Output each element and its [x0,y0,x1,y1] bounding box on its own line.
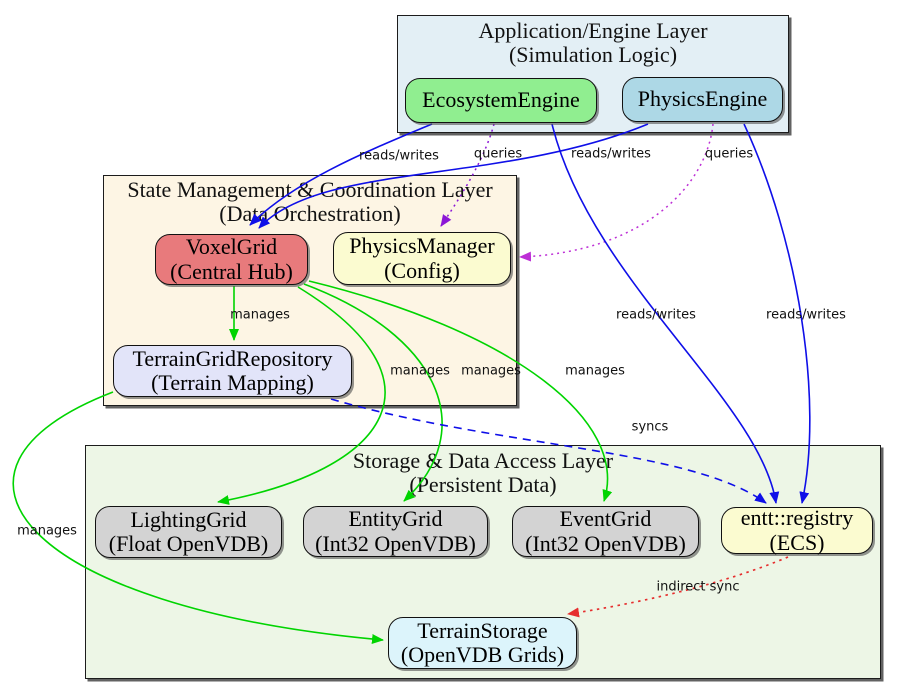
node-entt-registry: entt::registry (ECS) [721,505,873,555]
edge-label-manages-2: manages [390,363,450,379]
edge-ecosystem-to-voxelgrid [249,123,433,226]
node-sublabel: (ECS) [769,529,825,555]
edge-label-queries-1: queries [473,146,523,162]
node-entity-grid: EntityGrid (Int32 OpenVDB) [303,506,488,557]
edge-physics-to-physicsmanager [519,123,714,262]
edge-label-reads-writes-4: reads/writes [766,307,846,323]
node-label: entt::registry [740,505,854,531]
node-label: EntityGrid [348,506,443,532]
node-label: LightingGrid [130,506,247,532]
edge-label-manages-1: manages [230,307,290,323]
node-label: PhysicsEngine [637,86,768,112]
node-sublabel: (Int32 OpenVDB) [315,530,476,556]
layer-title-text: Application/Engine Layer [478,18,708,43]
node-sublabel: (OpenVDB Grids) [400,642,565,667]
node-sublabel: (Int32 OpenVDB) [525,530,686,556]
layer-subtitle-text: (Simulation Logic) [508,41,678,67]
layer-title-application: Application/Engine Layer (Simulation Log… [397,19,789,67]
node-label: TerrainGridRepository [132,345,333,371]
edge-voxelgrid-to-eventgrid [308,280,613,502]
node-label: VoxelGrid [185,234,278,260]
edge-label-manages-4: manages [565,363,625,379]
node-sublabel: (Config) [384,257,460,283]
node-ecosystem-engine: EcosystemEngine [405,78,597,123]
node-label: TerrainStorage [417,617,548,643]
node-physics-engine: PhysicsEngine [622,77,783,122]
edge-voxelgrid-to-entitygrid [303,283,443,502]
node-lighting-grid: LightingGrid (Float OpenVDB) [95,506,282,558]
edge-terraingridrepo-to-terrainstorage [12,391,384,644]
edge-voxelgrid-to-lightinggrid [217,286,386,505]
edge-label-manages-3: manages [461,363,521,379]
edge-registry-to-terrainstorage [567,556,789,618]
edge-label-indirect-sync: indirect sync [656,579,740,595]
node-label: PhysicsManager [349,233,495,259]
edge-label-reads-writes-1: reads/writes [359,148,439,164]
node-label: EventGrid [559,506,652,532]
edge-physics-to-registry [743,123,811,504]
node-event-grid: EventGrid (Int32 OpenVDB) [512,506,699,557]
node-sublabel: (Terrain Mapping) [151,370,314,395]
edge-label-manages-5: manages [17,523,77,539]
layer-title-storage: Storage & Data Access Layer (Persistent … [85,449,881,497]
edge-label-reads-writes-3: reads/writes [616,307,696,323]
node-sublabel: (Central Hub) [170,258,293,284]
node-terrain-storage: TerrainStorage (OpenVDB Grids) [388,617,577,669]
edge-label-queries-2: queries [704,146,754,162]
edge-label-syncs: syncs [631,419,669,435]
edge-physics-to-voxelgrid [258,123,649,229]
node-terrain-grid-repository: TerrainGridRepository (Terrain Mapping) [113,345,352,397]
layer-title-text: State Management & Coordination Layer [127,177,493,202]
node-sublabel: (Float OpenVDB) [108,531,269,556]
layer-storage-data-access [85,445,881,679]
node-physics-manager: PhysicsManager (Config) [333,232,511,285]
layer-subtitle-text: (Persistent Data) [409,471,557,497]
edge-terraingridrepo-to-registry [330,398,767,504]
edge-ecosystem-to-registry [551,123,780,504]
node-label: EcosystemEngine [422,87,580,113]
edge-ecosystem-to-physicsmanager [440,123,495,227]
node-voxel-grid: VoxelGrid (Central Hub) [155,234,308,285]
layer-title-text: Storage & Data Access Layer [352,448,614,473]
edge-label-reads-writes-2: reads/writes [571,146,651,162]
